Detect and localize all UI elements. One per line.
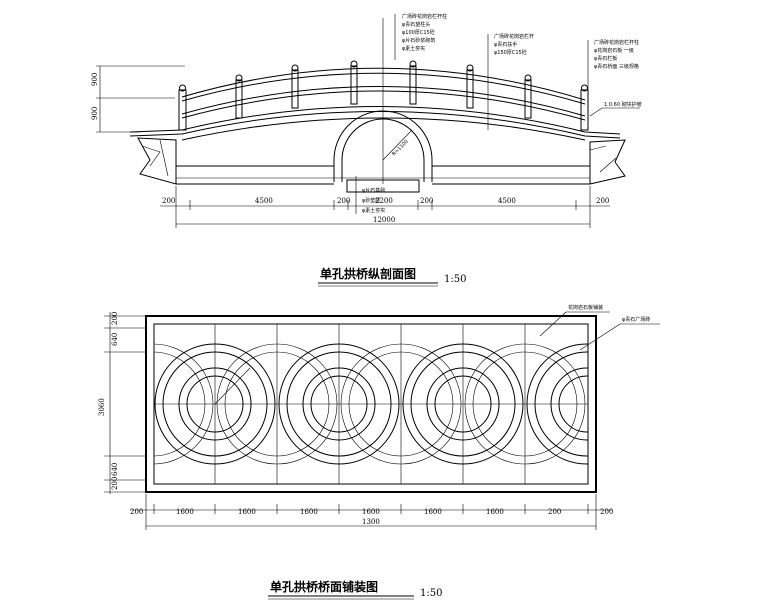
note-tr-1: φ花岗岩石板 一级: [594, 47, 634, 54]
paving-ring: [154, 343, 276, 465]
note-tc-2: φ100厚C15砼: [402, 29, 435, 36]
note-tm-0: 广场砖花岗岩栏杆: [494, 33, 534, 40]
plan-dim-1: 1600: [176, 508, 194, 516]
plan-view: 200 640 3060 640 200: [98, 304, 660, 600]
railing-post: [178, 60, 589, 131]
paving-ring: [402, 343, 524, 465]
plan-dim-4: 1600: [362, 508, 380, 516]
plan-left-dimensions: 200 640 3060 640 200: [98, 312, 146, 494]
elevation-title-block: 单孔拱桥纵剖面图 1:50: [318, 266, 466, 287]
plan-dim-5: 1600: [424, 508, 442, 516]
elevation-left-dim-upper: 900: [91, 73, 99, 86]
elev-dim-1: 4500: [255, 197, 273, 205]
plan-title: 单孔拱桥桥面铺装图: [270, 579, 378, 594]
note-tr-2: φ青石栏板: [594, 55, 617, 62]
elevation-view: 900 900: [91, 13, 642, 287]
plan-left-dim-1: 640: [111, 333, 119, 346]
note-base-1: φ砂垫层: [362, 197, 380, 204]
plan-dim-3: 1600: [300, 508, 318, 516]
plan-left-dim-4: 200: [111, 477, 119, 490]
note-tm-2: φ150厚C15砼: [494, 49, 527, 56]
plan-left-dim-0: 200: [111, 312, 119, 325]
plan-annotations: 花岗岩石板铺装 φ青石广场砖: [539, 304, 660, 351]
elev-dim-0: 200: [162, 197, 175, 205]
plan-note-1: φ青石广场砖: [622, 316, 650, 323]
elevation-scale: 1:50: [444, 274, 466, 285]
elev-dim-5: 4500: [498, 197, 516, 205]
note-tc-3: φ片石砂浆砌筑: [402, 37, 435, 44]
elev-dim-2: 200: [337, 197, 350, 205]
plan-left-dim-3: 640: [111, 463, 119, 476]
plan-title-block: 单孔拱桥桥面铺装图 1:50: [268, 579, 442, 600]
elevation-left-dim-lower: 900: [91, 107, 99, 120]
note-tc-0: 广场砖花岗岩栏杆柱: [402, 13, 447, 20]
plan-left-dim-2: 3060: [98, 398, 106, 416]
plan-note-0: 花岗岩石板铺装: [568, 304, 603, 311]
plan-scale: 1:50: [420, 588, 442, 599]
elevation-title: 单孔拱桥纵剖面图: [320, 266, 416, 281]
note-tr-0: 广场砖花岗岩栏杆柱: [594, 39, 639, 46]
note-tr-3: φ青石桥面 三级规格: [594, 63, 639, 70]
paving-ring: [526, 343, 588, 465]
plan-dim-7: 200: [548, 508, 561, 516]
bridge-abutments: [137, 137, 626, 193]
note-tm-1: φ青石扶手: [494, 41, 517, 48]
elevation-left-dimensions: 900 900: [91, 65, 185, 133]
note-base-0: φ片石基础: [362, 187, 385, 194]
note-tc-4: φ素土夯实: [402, 45, 425, 52]
elev-total-length: 12000: [373, 216, 395, 224]
elev-dim-3: 2200: [375, 197, 393, 205]
paving-ring: [278, 343, 400, 465]
elev-dim-4: 200: [420, 197, 433, 205]
elevation-annotations: 广场砖花岗岩栏杆柱 φ青石望柱头 φ100厚C15砼 φ片石砂浆砌筑 φ素土夯实…: [355, 13, 642, 214]
plan-bottom-dimensions: 200 1600 1600 1600 1600 1600 1600 200 20…: [130, 494, 613, 530]
elev-dim-6: 200: [596, 197, 609, 205]
elevation-bottom-dimensions: 200 4500 200 2200 200 4500 200 12000: [160, 186, 610, 228]
plan-dim-2: 1600: [238, 508, 256, 516]
plan-dim-6: 1600: [486, 508, 504, 516]
paving-interlock-arc: [154, 343, 586, 465]
plan-dim-8: 200: [600, 508, 613, 516]
note-base-2: φ素土夯实: [362, 207, 385, 214]
plan-dim-0: 200: [130, 508, 143, 516]
plan-paving-pattern: [154, 324, 588, 484]
plan-total-length: 1300: [362, 518, 380, 526]
note-tc-1: φ青石望柱头: [402, 21, 430, 28]
note-right-slope: 1:0.60 砌块护坡: [604, 101, 642, 108]
